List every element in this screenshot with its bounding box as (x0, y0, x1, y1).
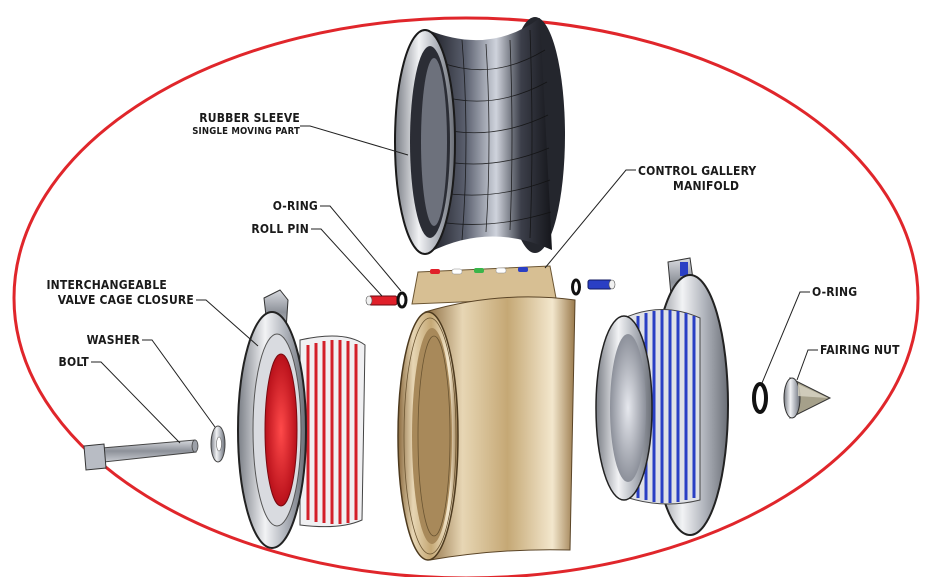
fairing-nut-part (783, 377, 832, 419)
label-control-gallery: CONTROL GALLERY (638, 164, 756, 178)
labels: RUBBER SLEEVE SINGLE MOVING PART CONTROL… (46, 111, 900, 369)
border-ellipse (12, 16, 920, 577)
washer-part (210, 425, 226, 463)
leader-lines (91, 125, 818, 444)
label-valve-cage-closure: VALVE CAGE CLOSURE (58, 293, 194, 307)
o-ring-left-part (396, 291, 408, 309)
bolt-part (83, 439, 199, 471)
label-rubber-sleeve: RUBBER SLEEVE (199, 111, 300, 125)
label-single-moving-part: SINGLE MOVING PART (192, 126, 300, 137)
o-ring-right-part (752, 382, 768, 414)
left-valve-cage-part (237, 289, 366, 549)
label-roll-pin: ROLL PIN (251, 222, 309, 236)
label-interchangeable: INTERCHANGEABLE (46, 278, 167, 292)
blue-pin-part (587, 279, 616, 290)
label-fairing-nut: FAIRING NUT (820, 343, 900, 357)
label-manifold: MANIFOLD (673, 179, 739, 193)
label-o-ring-right: O-RING (812, 285, 857, 299)
label-washer: WASHER (87, 333, 141, 347)
rubber-sleeve-part (394, 17, 565, 255)
o-ring-small-right-part (571, 278, 581, 296)
valve-body-part (397, 265, 576, 561)
right-valve-cage-part (595, 257, 729, 536)
roll-pin-part (365, 295, 398, 306)
label-bolt: BOLT (59, 355, 90, 369)
label-o-ring-left: O-RING (273, 199, 318, 213)
